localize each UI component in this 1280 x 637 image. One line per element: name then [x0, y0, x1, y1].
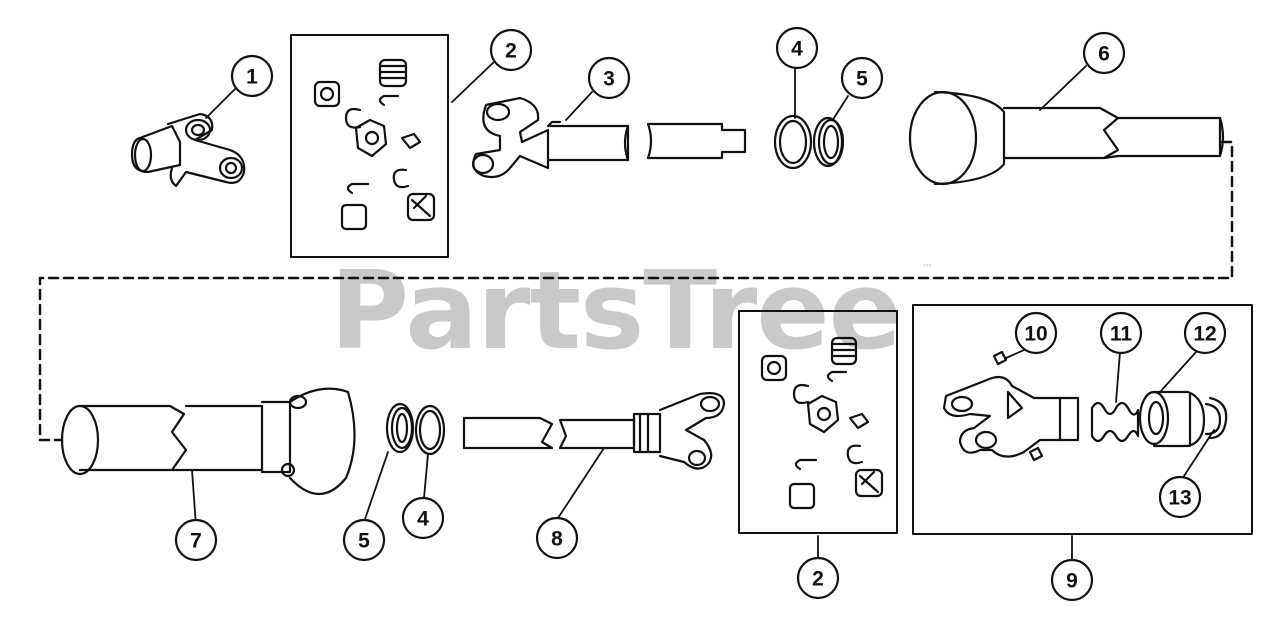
callout-13-circle — [1158, 475, 1202, 519]
watermark-trademark: ™ — [922, 262, 933, 275]
callout-1: 1 — [246, 66, 258, 89]
callout-5b-circle — [342, 518, 386, 562]
callout-8-circle — [535, 516, 579, 560]
callout-6: 6 — [1098, 43, 1110, 66]
callout-12: 12 — [1193, 323, 1216, 346]
part-2-kit-bottom-contents — [760, 336, 884, 510]
callout-5-bottom: 5 — [358, 530, 370, 553]
callout-5a-circle — [840, 56, 884, 100]
callout-3: 3 — [603, 68, 615, 91]
part-1-yoke — [130, 112, 246, 188]
callout-12-circle — [1183, 311, 1227, 355]
kit-box-2-bottom — [738, 310, 898, 534]
callout-13: 13 — [1168, 487, 1191, 510]
callout-4-top: 4 — [791, 38, 803, 61]
callout-3-circle — [587, 56, 631, 100]
kit-box-9 — [912, 304, 1253, 535]
callout-4a-circle — [775, 26, 819, 70]
callout-7: 7 — [190, 530, 202, 553]
part-8-inner-shaft-yoke — [462, 392, 726, 470]
kit-box-2-top — [290, 34, 449, 258]
callout-11: 11 — [1110, 323, 1133, 346]
callout-6-circle — [1082, 31, 1126, 75]
callout-4b-circle — [401, 496, 445, 540]
leader-lines — [191, 61, 1215, 561]
callout-11-circle — [1099, 311, 1143, 355]
callout-9: 9 — [1066, 570, 1078, 593]
callout-circles — [174, 26, 1227, 602]
callout-1-circle — [230, 54, 274, 98]
part-4-ring-top — [773, 114, 813, 170]
tube-segment-top — [646, 122, 747, 160]
callout-2-top: 2 — [505, 40, 517, 63]
part-6-shield-tube — [908, 90, 1225, 186]
callout-9-circle — [1050, 558, 1094, 602]
callout-7-circle — [174, 518, 218, 562]
part-7-outer-tube-shield — [60, 387, 356, 495]
part-9-kit-contents — [942, 350, 1228, 462]
part-3-yoke-shaft — [471, 96, 630, 179]
callout-2-bottom: 2 — [812, 568, 824, 591]
callout-4-bottom: 4 — [417, 508, 429, 531]
dashed-connector — [38, 140, 1234, 442]
part-4-ring-bottom — [414, 404, 446, 456]
callout-5-top: 5 — [856, 68, 868, 91]
callout-2a-circle — [489, 28, 533, 72]
callout-10-circle — [1014, 311, 1058, 355]
part-2-kit-top-contents — [313, 58, 436, 231]
callout-10: 10 — [1024, 323, 1047, 346]
callout-2b-circle — [796, 556, 840, 600]
callout-8: 8 — [551, 528, 563, 551]
